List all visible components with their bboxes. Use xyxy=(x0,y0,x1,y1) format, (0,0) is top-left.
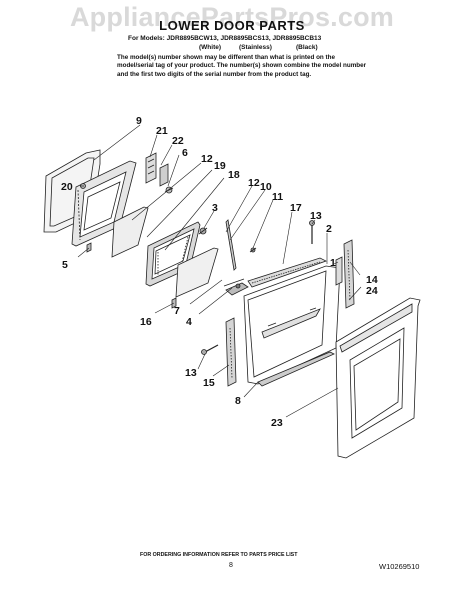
part-outer-door xyxy=(243,265,341,385)
part-screw-13-bottom xyxy=(201,344,219,355)
callout-11: 11 xyxy=(272,191,283,203)
part-vent-bracket xyxy=(145,152,157,184)
callout-3: 3 xyxy=(212,202,218,214)
page-title: LOWER DOOR PARTS xyxy=(159,18,305,33)
callout-20: 20 xyxy=(61,181,73,193)
part-1 xyxy=(335,256,343,286)
watermark-text: AppliancePartsPros.com xyxy=(69,2,394,32)
part-glass-frame xyxy=(145,221,201,287)
part-outer-glass xyxy=(175,247,219,298)
callout-4: 4 xyxy=(186,316,192,328)
callout-5: 5 xyxy=(62,259,68,271)
callout-2: 2 xyxy=(326,223,332,235)
part-screw-13-top xyxy=(309,220,315,244)
callout-23: 23 xyxy=(271,417,283,429)
callout-8: 8 xyxy=(235,395,241,407)
part-hinge-assembly xyxy=(223,278,249,296)
callout-9: 9 xyxy=(136,115,142,127)
callout-13-bottom: 13 xyxy=(185,367,197,379)
model-note: The model(s) number shown may be differe… xyxy=(117,54,367,78)
color-stainless-label: (Stainless) xyxy=(239,44,272,51)
part-small-clip xyxy=(86,242,92,253)
part-clip xyxy=(159,163,169,187)
callout-12-lower: 12 xyxy=(248,177,260,189)
part-screw-11 xyxy=(249,247,257,253)
part-door-front xyxy=(335,297,421,459)
ordering-info: FOR ORDERING INFORMATION REFER TO PARTS … xyxy=(140,552,298,558)
part-inner-glass xyxy=(111,206,149,258)
callout-14: 14 xyxy=(366,274,378,286)
callout-15: 15 xyxy=(203,377,215,389)
callout-22: 22 xyxy=(172,135,184,147)
color-white-label: (White) xyxy=(199,44,222,51)
callout-21: 21 xyxy=(156,125,168,137)
callout-12-upper: 12 xyxy=(201,153,213,165)
document-number: W10269510 xyxy=(379,562,420,571)
models-line: For Models: JDR8895BCW13, JDR8895BCS13, … xyxy=(128,35,322,42)
callout-16: 16 xyxy=(140,316,152,328)
callout-19: 19 xyxy=(214,160,226,172)
part-door-top-trim xyxy=(247,257,328,288)
callout-18: 18 xyxy=(228,169,240,181)
part-hinge-bar xyxy=(225,219,237,271)
callout-1: 1 xyxy=(330,257,336,269)
part-screw-3 xyxy=(198,227,208,235)
callout-17: 17 xyxy=(290,202,302,214)
part-bottom-strip xyxy=(257,351,335,387)
callout-7: 7 xyxy=(174,305,180,317)
callout-13-top: 13 xyxy=(310,210,322,222)
page-number: 8 xyxy=(229,562,233,569)
leader-lines xyxy=(77,124,362,418)
color-black-label: (Black) xyxy=(296,44,318,51)
callout-6: 6 xyxy=(182,147,188,159)
callout-24: 24 xyxy=(366,285,378,297)
callout-10: 10 xyxy=(260,181,272,193)
